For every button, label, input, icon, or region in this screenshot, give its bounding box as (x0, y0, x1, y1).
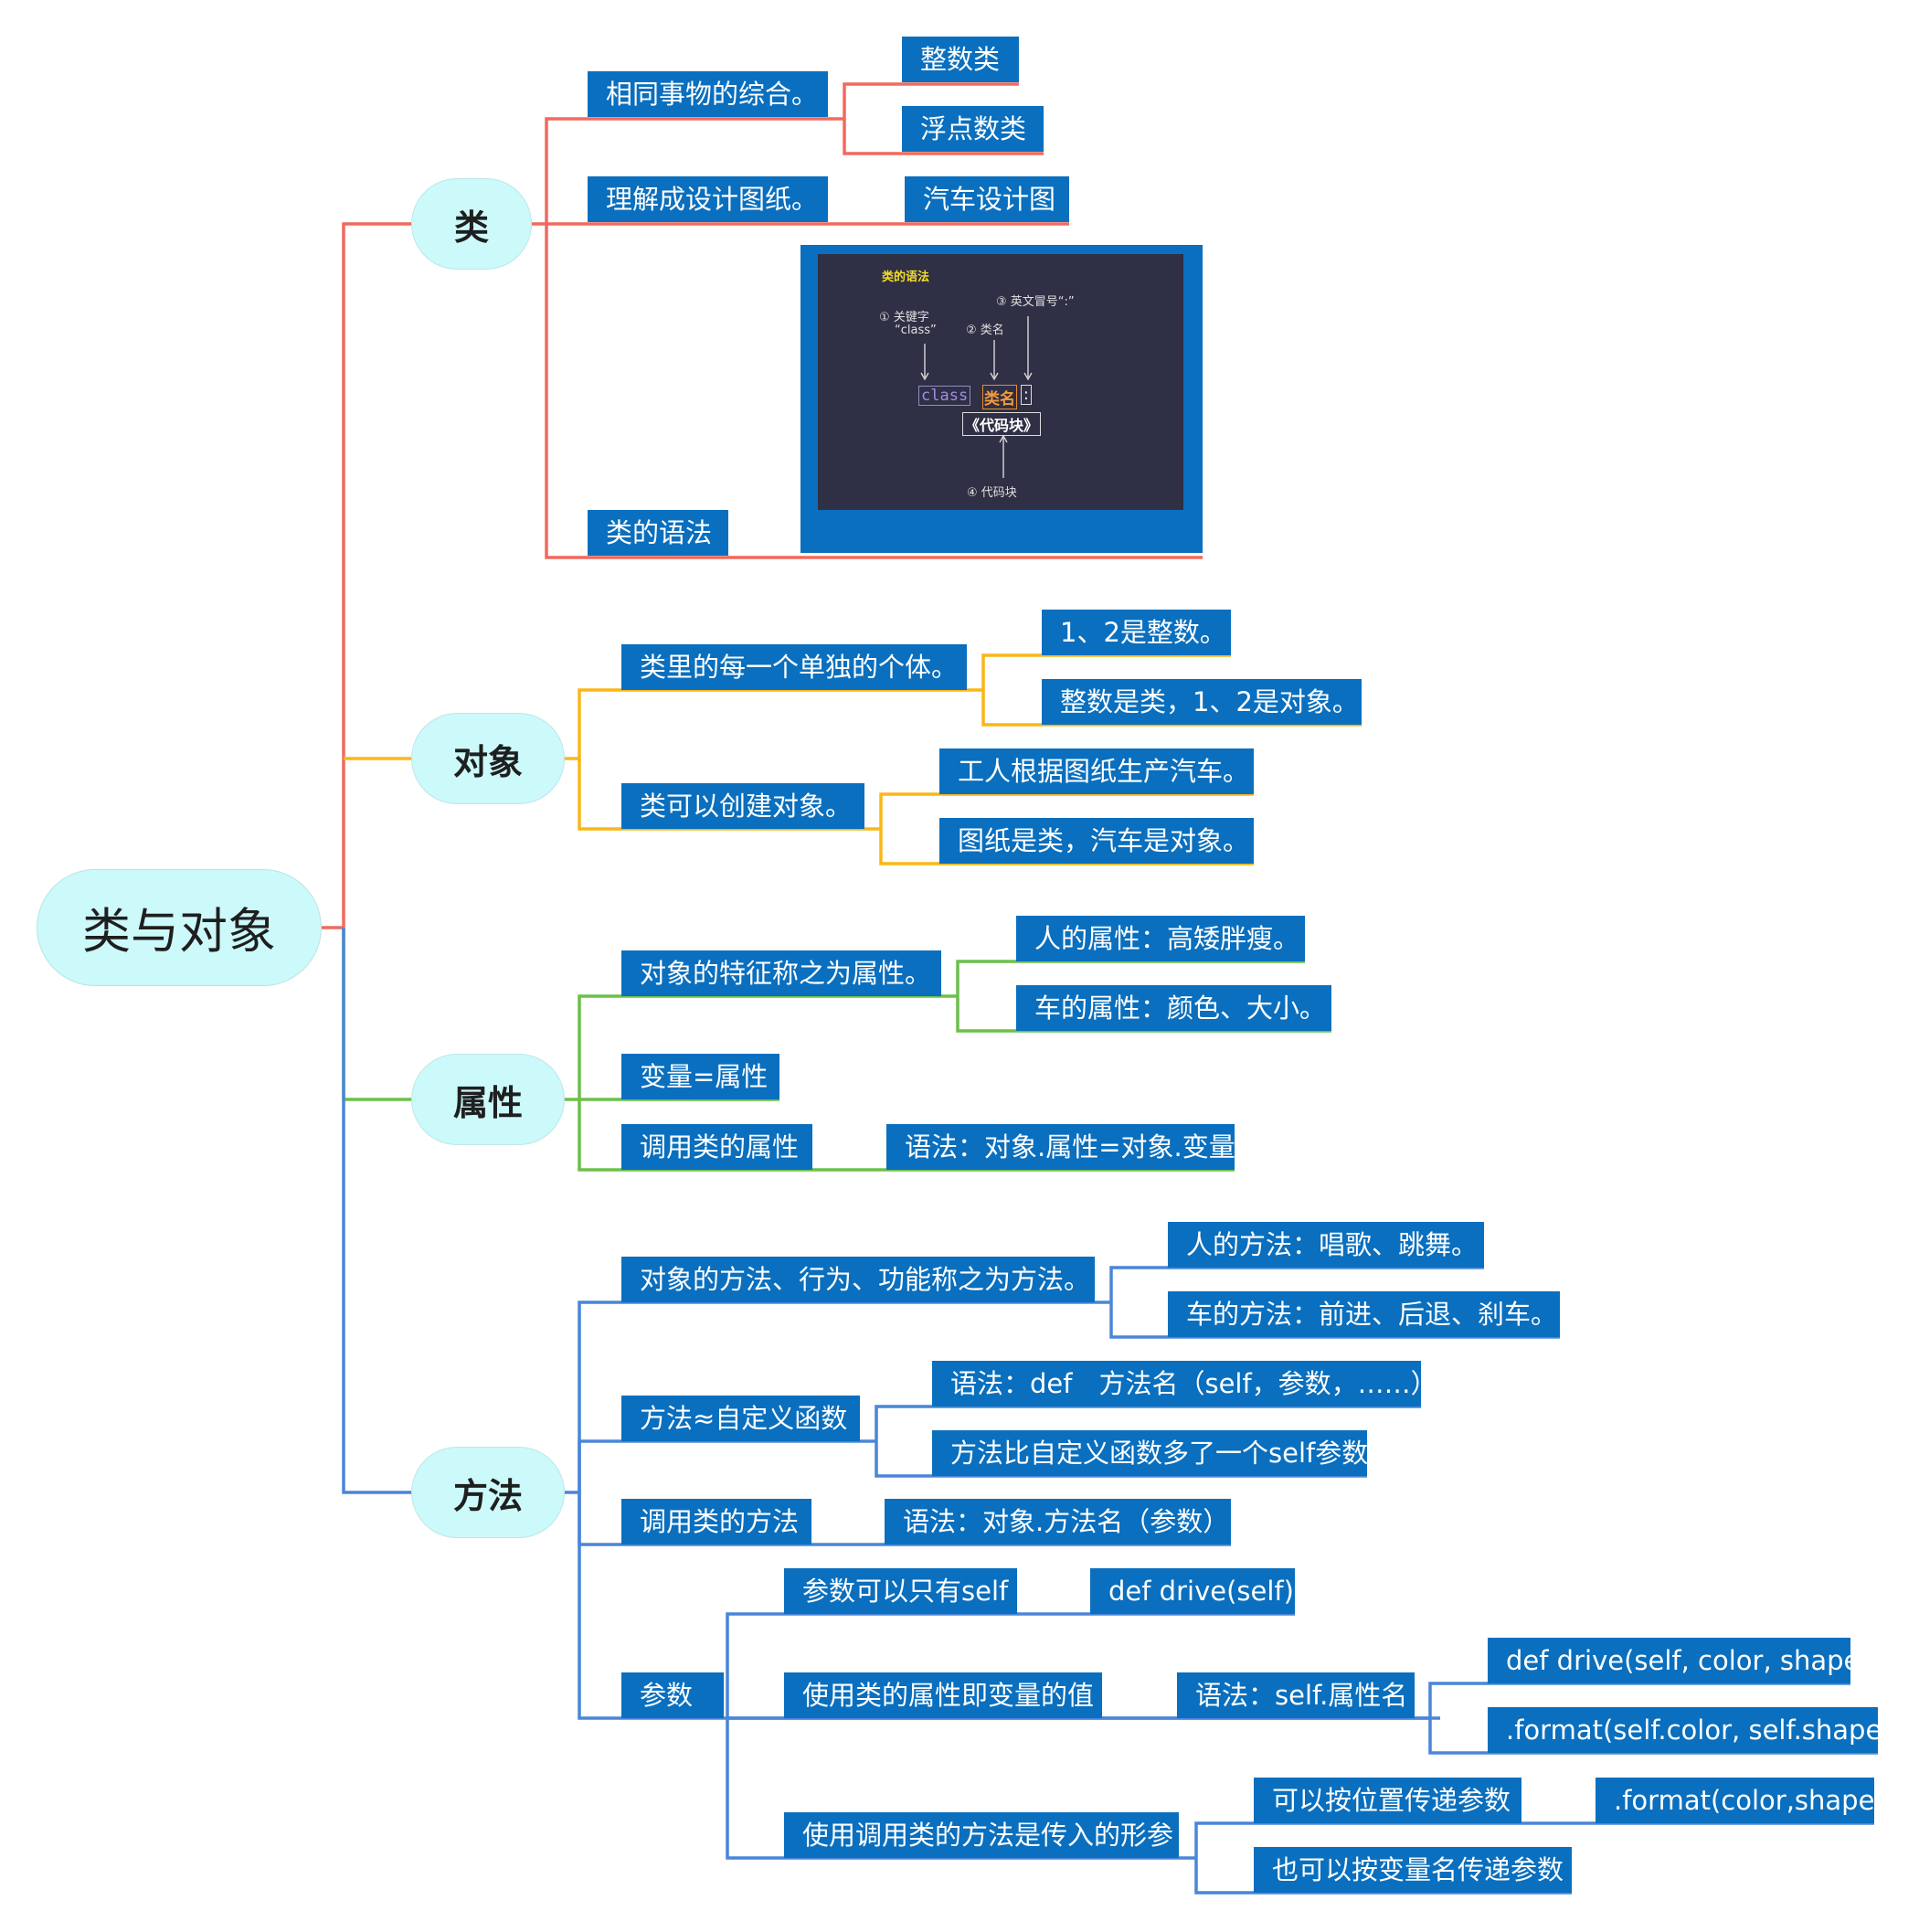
node-param-only-self[interactable]: 参数可以只有self (784, 1568, 1017, 1614)
topic-class[interactable]: 类 (411, 178, 532, 270)
syntax-classname: 类名 (982, 385, 1017, 409)
node-call-method-syntax[interactable]: 语法：对象.方法名（参数） (885, 1499, 1231, 1545)
node-def-drive-full[interactable]: def drive(self, color, shape) (1488, 1638, 1850, 1683)
syntax-block: 《代码块》 (962, 412, 1041, 436)
root-link-method (344, 928, 411, 1492)
syntax-note-colon: ③ 英文冒号“:” (996, 292, 1075, 309)
node-method-function[interactable]: 方法≈自定义函数 (621, 1396, 860, 1441)
node-self-param[interactable]: 方法比自定义函数多了一个self参数 (932, 1430, 1367, 1476)
topic-object-label: 对象 (453, 734, 523, 784)
node-integers-example[interactable]: 1、2是整数。 (1042, 610, 1231, 655)
node-call-method[interactable]: 调用类的方法 (621, 1499, 811, 1545)
node-format-self[interactable]: .format(self.color, self.shape) (1488, 1707, 1878, 1753)
topic-method[interactable]: 方法 (411, 1447, 565, 1538)
root-link-attribute (344, 928, 411, 1099)
syntax-note-keyword-quote: “class” (895, 324, 937, 337)
topic-attribute[interactable]: 属性 (411, 1054, 565, 1145)
node-variable-attribute[interactable]: 变量=属性 (621, 1054, 779, 1099)
node-attribute-definition[interactable]: 对象的特征称之为属性。 (621, 950, 941, 996)
node-method-definition[interactable]: 对象的方法、行为、功能称之为方法。 (621, 1257, 1095, 1302)
node-class-definition[interactable]: 相同事物的综合。 (588, 71, 828, 117)
syntax-screen: 类的语法 ① 关键字 “class” ② 类名 ③ 英文冒号“:” class … (818, 254, 1183, 510)
class-syntax-image: 类的语法 ① 关键字 “class” ② 类名 ③ 英文冒号“:” class … (800, 245, 1203, 553)
node-blueprint-car[interactable]: 图纸是类，汽车是对象。 (939, 818, 1254, 864)
syntax-note-keyword: ① 关键字 (879, 307, 929, 324)
node-param-formal[interactable]: 使用调用类的方法是传入的形参 (784, 1812, 1179, 1858)
node-call-attribute[interactable]: 调用类的属性 (621, 1124, 812, 1170)
node-float-class[interactable]: 浮点数类 (902, 106, 1044, 152)
syntax-title: 类的语法 (882, 267, 929, 284)
node-keyword-args[interactable]: 也可以按变量名传递参数 (1254, 1847, 1572, 1893)
node-car-methods[interactable]: 车的方法：前进、后退、刹车。 (1168, 1291, 1560, 1337)
node-param-attribute-value[interactable]: 使用类的属性即变量的值 (784, 1672, 1102, 1718)
root-label: 类与对象 (82, 893, 276, 962)
node-def-syntax[interactable]: 语法：def 方法名（self，参数，……）: (932, 1361, 1421, 1407)
node-worker-example[interactable]: 工人根据图纸生产汽车。 (939, 748, 1254, 794)
node-def-drive-self[interactable]: def drive(self) (1090, 1568, 1295, 1614)
node-positional-args[interactable]: 可以按位置传递参数 (1254, 1778, 1521, 1823)
syntax-keyword: class (918, 386, 970, 406)
node-object-definition[interactable]: 类里的每一个单独的个体。 (621, 644, 967, 690)
topic-class-label: 类 (454, 199, 489, 249)
syntax-note-classname: ② 类名 (966, 320, 1004, 337)
node-parameters[interactable]: 参数 (621, 1672, 724, 1718)
node-self-attribute-syntax[interactable]: 语法：self.属性名 (1177, 1672, 1415, 1718)
topic-object[interactable]: 对象 (411, 713, 565, 804)
node-person-methods[interactable]: 人的方法：唱歌、跳舞。 (1168, 1222, 1484, 1268)
syntax-colon: : (1021, 385, 1032, 405)
node-class-blueprint[interactable]: 理解成设计图纸。 (588, 176, 828, 222)
node-class-creates-object[interactable]: 类可以创建对象。 (621, 783, 864, 829)
node-car-attributes[interactable]: 车的属性：颜色、大小。 (1016, 985, 1331, 1031)
node-integer-class-object[interactable]: 整数是类，1、2是对象。 (1042, 679, 1362, 725)
topic-method-label: 方法 (453, 1468, 523, 1518)
node-integer-class[interactable]: 整数类 (902, 37, 1019, 82)
node-format-args[interactable]: .format(color,shape) (1596, 1778, 1874, 1823)
node-attribute-syntax[interactable]: 语法：对象.属性=对象.变量 (886, 1124, 1235, 1170)
root-link-class (322, 224, 411, 928)
node-car-blueprint[interactable]: 汽车设计图 (905, 176, 1069, 222)
node-class-syntax[interactable]: 类的语法 (588, 510, 728, 556)
topic-attribute-label: 属性 (453, 1075, 523, 1125)
node-person-attributes[interactable]: 人的属性：高矮胖瘦。 (1016, 916, 1305, 961)
syntax-note-block: ④ 代码块 (967, 483, 1017, 500)
root-node[interactable]: 类与对象 (37, 869, 322, 986)
